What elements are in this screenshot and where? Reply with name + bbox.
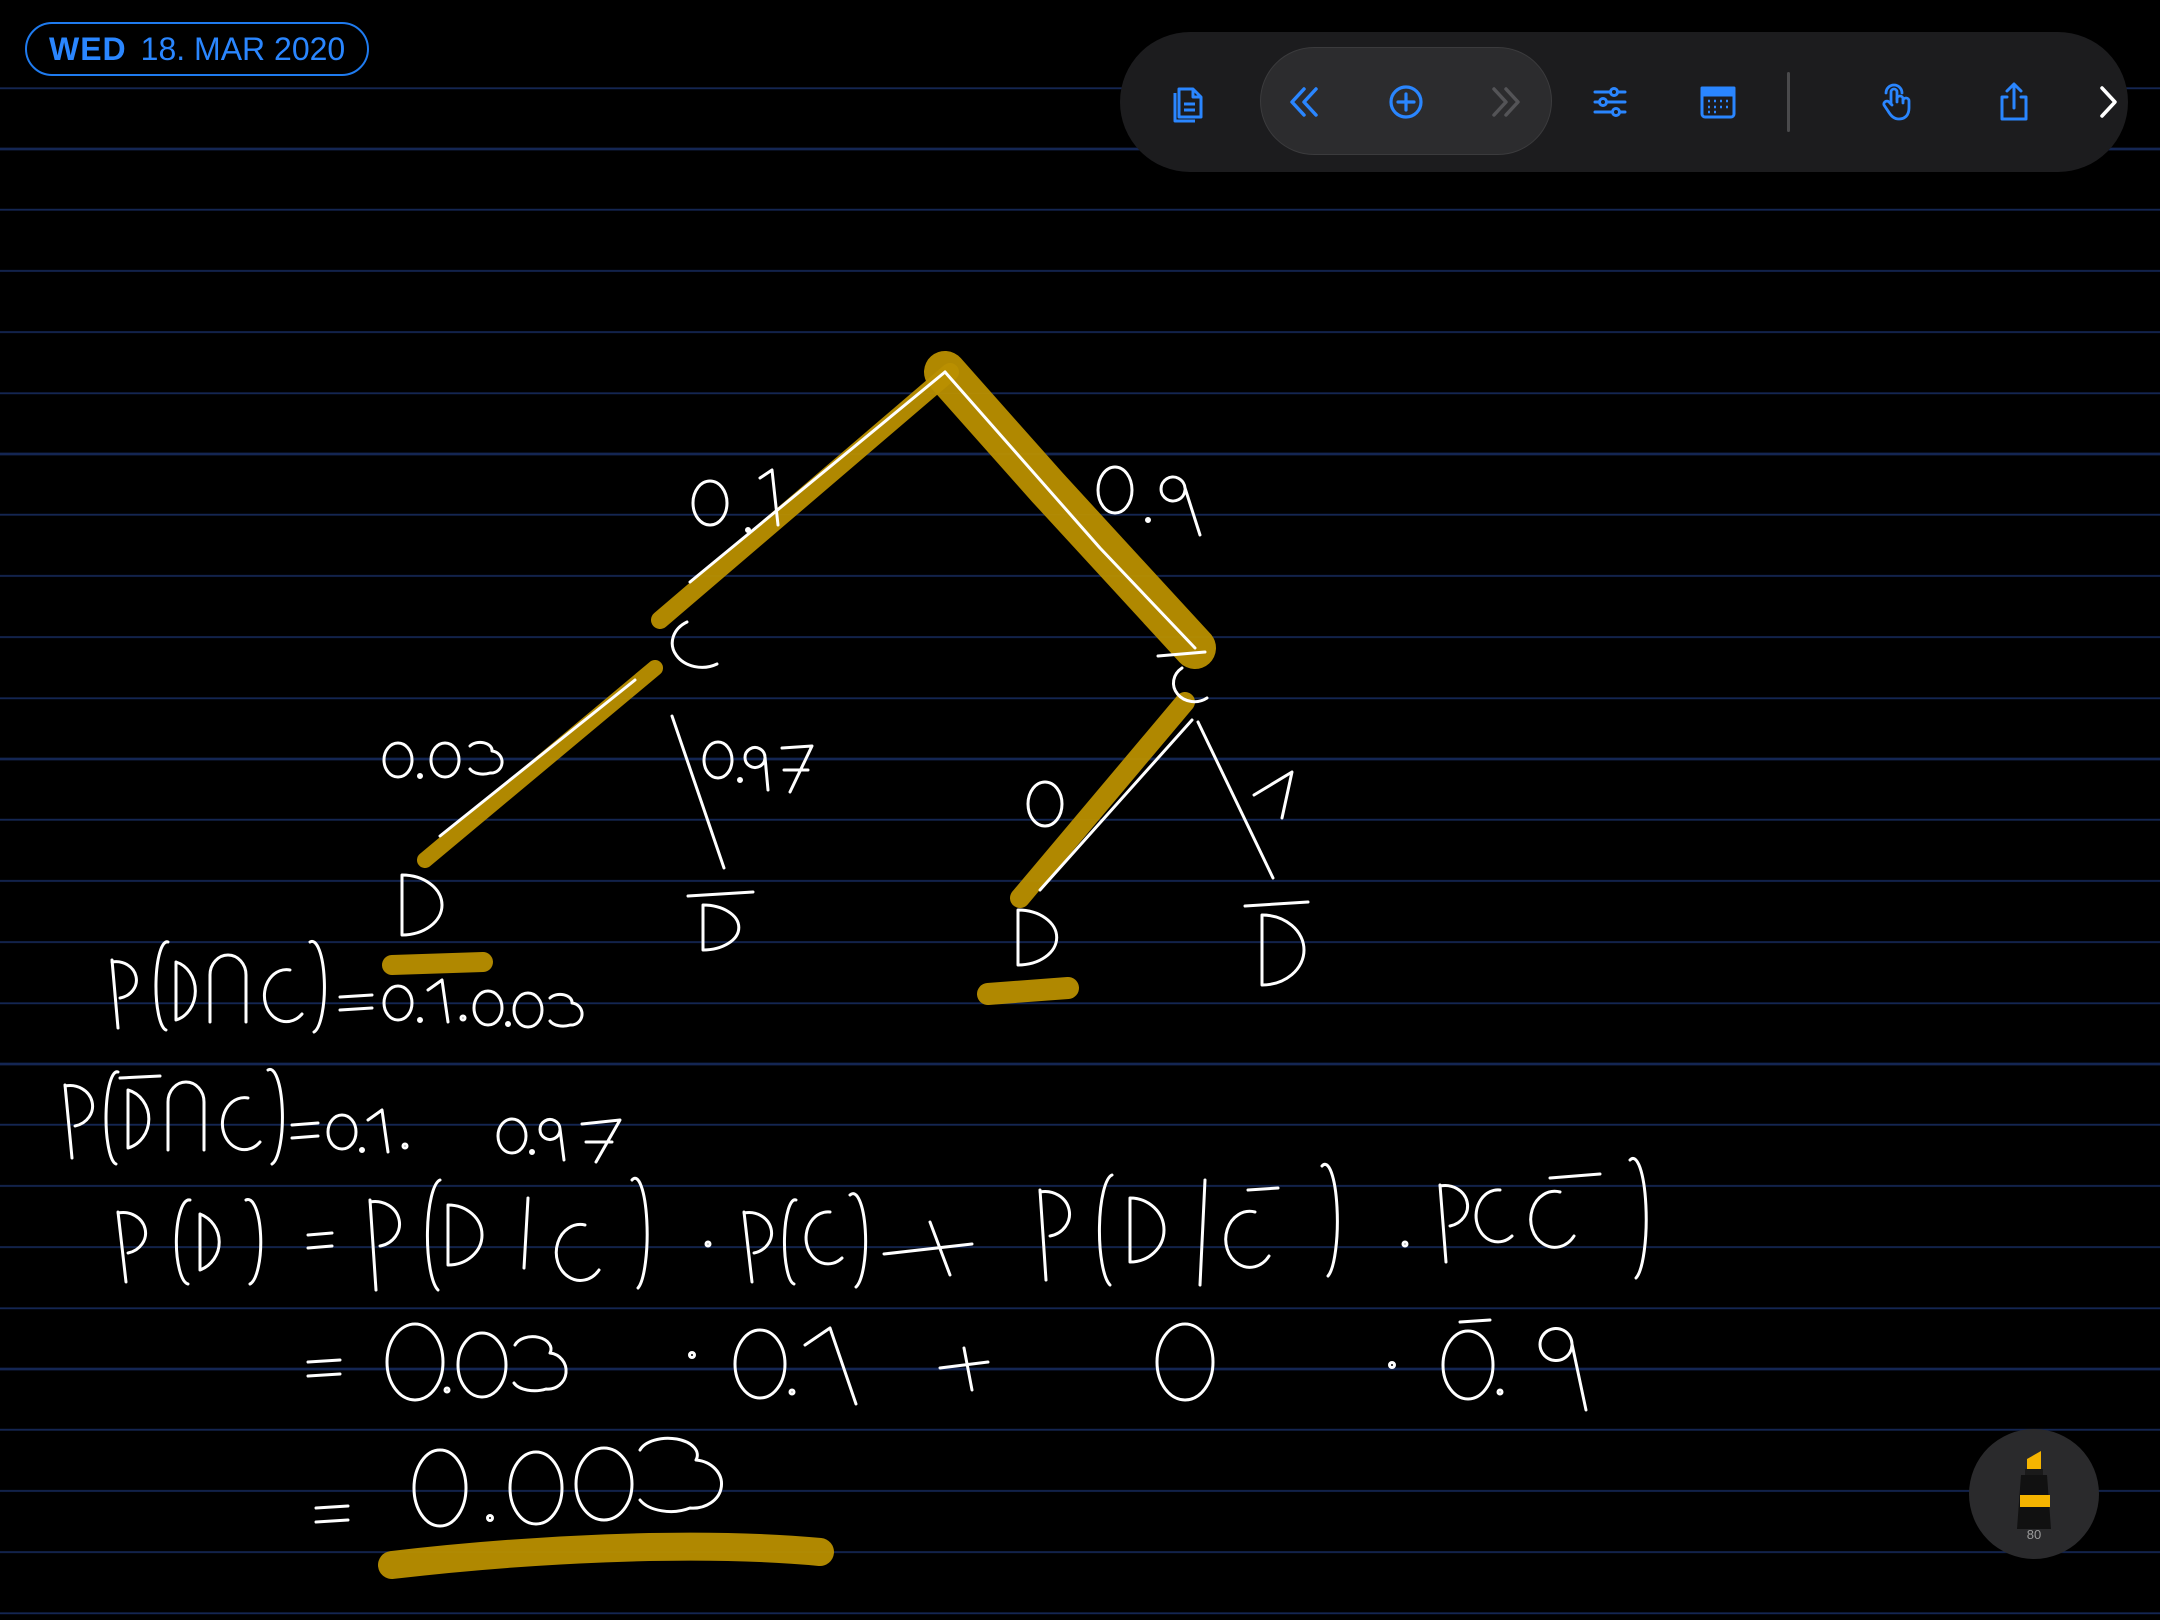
highlight-under-d1 bbox=[382, 952, 493, 975]
branch-line-cbar bbox=[943, 370, 1197, 650]
branch-line-c bbox=[688, 370, 947, 584]
ink-strokes bbox=[63, 370, 1648, 1528]
label-0-03 bbox=[382, 740, 504, 779]
node-d1 bbox=[400, 873, 444, 937]
node-d2 bbox=[1016, 908, 1059, 967]
share-icon bbox=[2000, 82, 2028, 121]
node-dbar2 bbox=[1243, 900, 1310, 987]
equation-line-5 bbox=[314, 1436, 724, 1528]
highlighter-strokes bbox=[378, 351, 1216, 1579]
highlighter-tool-button[interactable]: 80 bbox=[1969, 1429, 2099, 1559]
touch-mode-icon bbox=[1882, 83, 1911, 121]
node-cbar bbox=[1156, 650, 1209, 704]
highlight-branch-d-given-c bbox=[417, 660, 663, 868]
highlight-branch-d-given-cbar bbox=[1010, 692, 1195, 908]
branch-line-dbar2 bbox=[1196, 720, 1275, 880]
label-0-9-top bbox=[1096, 465, 1202, 537]
expand-chevron-icon bbox=[2100, 86, 2117, 118]
previous-page-button[interactable] bbox=[1270, 67, 1340, 137]
pages-icon bbox=[1173, 87, 1203, 123]
highlight-under-result bbox=[378, 1532, 834, 1579]
node-dbar1 bbox=[686, 890, 755, 952]
date-pill[interactable]: WED 18. MAR 2020 bbox=[25, 22, 370, 76]
calendar-icon bbox=[1700, 86, 1736, 119]
add-page-button[interactable] bbox=[1371, 67, 1441, 137]
add-page-icon bbox=[1389, 85, 1423, 119]
previous-page-icon bbox=[1290, 87, 1318, 117]
date-weekday: WED bbox=[49, 30, 127, 67]
label-0-97 bbox=[702, 740, 814, 794]
label-0-1-top bbox=[691, 468, 780, 533]
equation-line-1 bbox=[110, 939, 584, 1034]
settings-button[interactable] bbox=[1575, 67, 1645, 137]
top-toolbar bbox=[1120, 32, 2128, 172]
equation-line-3 bbox=[116, 1156, 1648, 1292]
next-page-icon bbox=[1492, 87, 1520, 117]
marker-size-label: 80 bbox=[2026, 1527, 2042, 1542]
share-button[interactable] bbox=[1979, 67, 2049, 137]
branch-line-d2 bbox=[1038, 718, 1194, 892]
label-0-lower bbox=[1026, 780, 1064, 828]
highlight-branch-c bbox=[651, 363, 959, 629]
branch-line-d1 bbox=[438, 678, 637, 838]
equation-line-2 bbox=[63, 1067, 622, 1166]
toolbar-divider bbox=[1787, 72, 1790, 132]
expand-toolbar-button[interactable] bbox=[2082, 67, 2136, 137]
equation-line-4 bbox=[306, 1318, 1588, 1412]
next-page-button[interactable] bbox=[1470, 67, 1540, 137]
label-1-lower bbox=[1252, 770, 1294, 820]
settings-icon bbox=[1593, 87, 1627, 117]
highlighter-icon bbox=[2017, 1451, 2051, 1529]
branch-line-dbar1 bbox=[670, 714, 726, 870]
highlight-under-d3 bbox=[977, 977, 1079, 1005]
calendar-button[interactable] bbox=[1683, 67, 1753, 137]
touch-mode-button[interactable] bbox=[1862, 67, 1932, 137]
date-text: 18. MAR 2020 bbox=[140, 30, 346, 67]
node-c bbox=[670, 620, 719, 669]
pages-button[interactable] bbox=[1155, 67, 1225, 137]
